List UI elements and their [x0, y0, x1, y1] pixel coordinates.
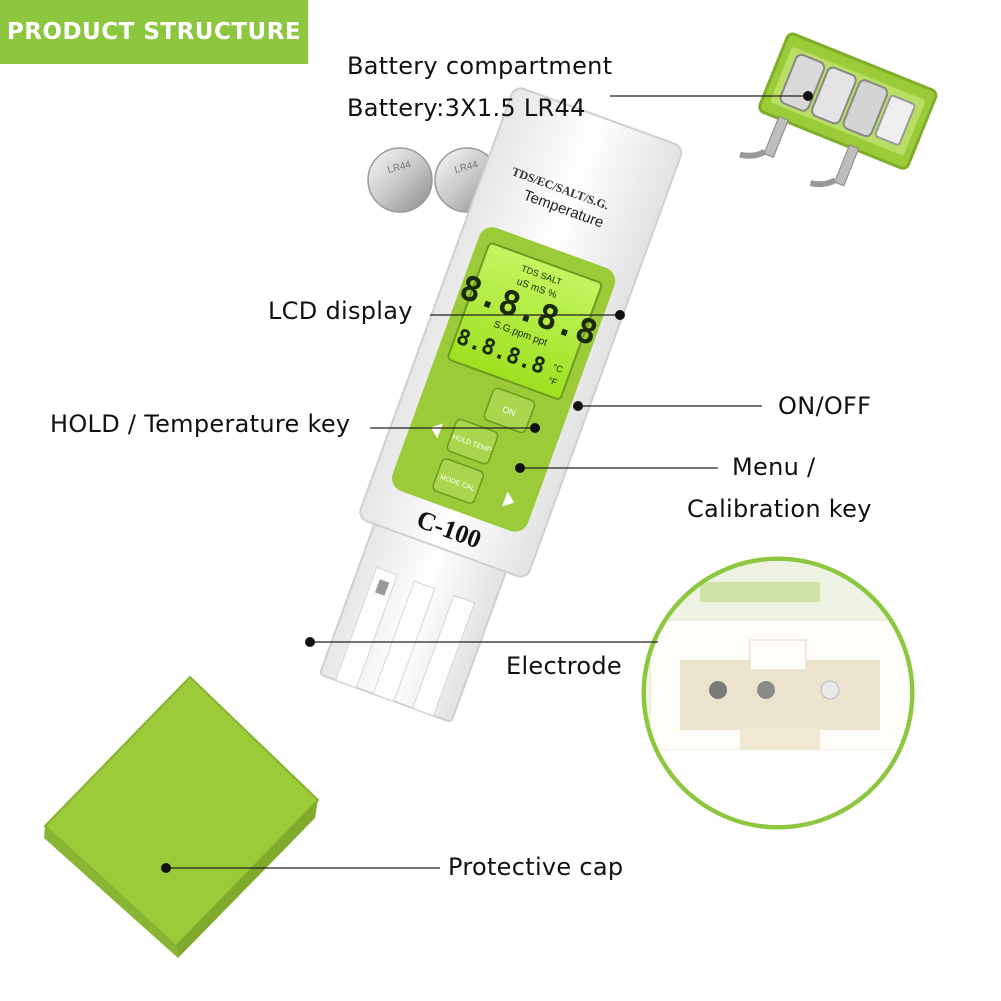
- on-off-label: ON/OFF: [778, 392, 872, 420]
- meter-body: [319, 87, 683, 723]
- electrode-label: Electrode: [506, 652, 622, 680]
- electrode-magnified: [641, 556, 915, 830]
- hold-temperature-key-label: HOLD / Temperature key: [50, 410, 351, 438]
- leader-dots: [161, 91, 813, 873]
- lcd-deg-c: °C: [551, 362, 564, 375]
- product-structure-banner: PRODUCT STRUCTURE: [0, 0, 308, 64]
- on-key-text: ON: [501, 404, 517, 418]
- protective-cap: [43, 675, 320, 958]
- leader-lines: [166, 95, 808, 869]
- calibration-key-label: Calibration key: [687, 495, 872, 523]
- lcd-deg-f: °F: [547, 375, 559, 388]
- menu-label: Menu /: [732, 453, 816, 481]
- battery-spec-label: Battery:3X1.5 LR44: [347, 94, 586, 122]
- battery-compartment-label: Battery compartment: [347, 52, 613, 80]
- lcd-display-label: LCD display: [268, 297, 413, 325]
- protective-cap-label: Protective cap: [448, 853, 624, 881]
- battery-compartment: [739, 32, 938, 188]
